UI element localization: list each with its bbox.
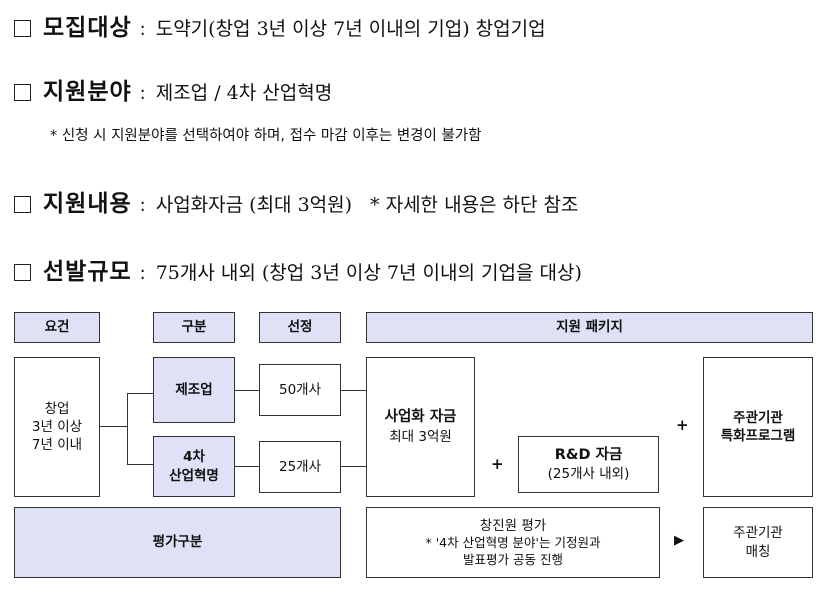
evaluation-box: 창진원 평가 * '4차 산업혁명 분야'는 기정원과 발표평가 공동 진행 (366, 507, 660, 578)
item-desc: 제조업 / 4차 산업혁명 (155, 82, 333, 104)
special-program-box: 주관기관 특화프로그램 (703, 357, 813, 497)
item-label: 모집대상 (43, 15, 132, 41)
connector (235, 466, 259, 467)
item-desc: 도약기(창업 3년 이상 7년 이내의 기업) 창업기업 (155, 18, 546, 40)
item-support-content: 지원내용 : 사업화자금 (최대 3억원) * 자세한 내용은 하단 참조 (14, 184, 579, 218)
header-package: 지원 패키지 (366, 312, 813, 343)
header-requirement: 요건 (14, 312, 100, 343)
colon: : (139, 195, 146, 216)
item-label: 지원분야 (43, 79, 132, 105)
selection-25: 25개사 (259, 441, 341, 493)
checkbox-icon (14, 264, 31, 281)
commercialization-fund-box: 사업화 자금 최대 3억원 (366, 357, 475, 497)
match-line-2: 매칭 (745, 543, 771, 560)
evaluation-label: 평가구분 (14, 507, 341, 578)
match-line-1: 주관기관 (733, 525, 783, 542)
category-4th-industrial: 4차 산업혁명 (153, 436, 235, 497)
rnd-title: R&D 자금 (554, 446, 623, 463)
plus-icon: + (491, 455, 504, 473)
requirement-box: 창업 3년 이상 7년 이내 (14, 357, 100, 497)
category-4th-line-1: 4차 (183, 449, 205, 466)
special-line-2: 특화프로그램 (720, 428, 796, 444)
category-manufacturing: 제조업 (153, 357, 235, 423)
support-field-note: * 신청 시 지원분야를 선택하여야 하며, 접수 마감 이후는 변경이 불가함 (50, 128, 482, 144)
rnd-sub: (25개사 내외) (547, 466, 630, 483)
item-label: 지원내용 (43, 191, 132, 217)
connector (235, 390, 259, 391)
checkbox-icon (14, 196, 31, 213)
fund-sub: 최대 3억원 (389, 428, 452, 445)
item-desc: 75개사 내외 (창업 3년 이상 7년 이내의 기업을 대상) (155, 262, 582, 284)
special-line-1: 주관기관 (733, 409, 783, 426)
category-4th-line-2: 산업혁명 (169, 467, 219, 484)
item-support-field: 지원분야 : 제조업 / 4차 산업혁명 (14, 72, 332, 106)
item-recruit-target: 모집대상 : 도약기(창업 3년 이상 7년 이내의 기업) 창업기업 (14, 8, 546, 42)
eval-line-3: 발표평가 공동 진행 (463, 551, 563, 567)
requirement-line-3: 7년 이내 (31, 437, 83, 454)
rnd-fund-box: R&D 자금 (25개사 내외) (518, 436, 659, 493)
colon: : (139, 19, 146, 40)
plus-icon: + (676, 416, 689, 434)
header-category: 구분 (153, 312, 235, 343)
connector (127, 464, 153, 465)
item-desc: 사업화자금 (최대 3억원) (155, 194, 353, 216)
connector (100, 426, 127, 427)
connector (127, 393, 153, 394)
item-label: 선발규모 (43, 259, 132, 285)
colon: : (139, 83, 146, 104)
arrow-right-icon: ▶ (674, 533, 684, 548)
item-desc-note: * 자세한 내용은 하단 참조 (370, 194, 579, 216)
eval-line-1: 창진원 평가 (479, 517, 547, 534)
selection-50: 50개사 (259, 364, 341, 416)
requirement-line-1: 창업 (44, 400, 70, 417)
matching-box: 주관기관 매칭 (703, 507, 813, 578)
checkbox-icon (14, 20, 31, 37)
checkbox-icon (14, 84, 31, 101)
colon: : (139, 263, 146, 284)
fund-title: 사업화 자금 (384, 409, 457, 426)
connector (127, 393, 128, 464)
header-selection: 선정 (259, 312, 341, 343)
requirement-line-2: 3년 이상 (31, 418, 83, 435)
item-selection-scale: 선발규모 : 75개사 내외 (창업 3년 이상 7년 이내의 기업을 대상) (14, 252, 582, 286)
eval-line-2: * '4차 산업혁명 분야'는 기정원과 (425, 534, 601, 550)
connector (341, 390, 366, 391)
connector (341, 466, 366, 467)
